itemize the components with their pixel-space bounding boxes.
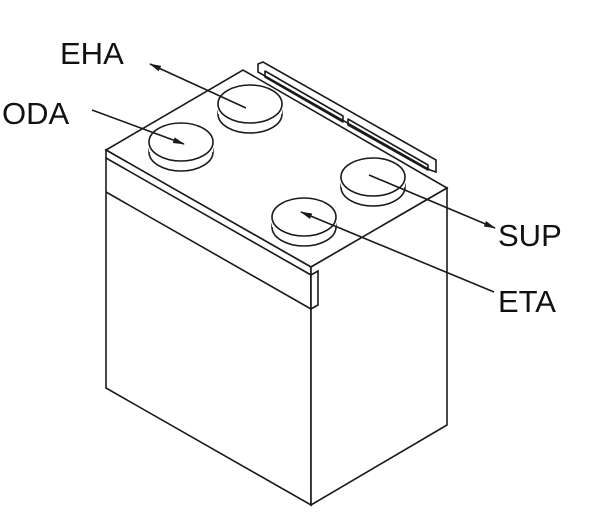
duct-oda bbox=[148, 122, 214, 172]
sup-arrow bbox=[368, 174, 496, 229]
unit-housing bbox=[104, 69, 449, 507]
oda-arrow bbox=[91, 109, 185, 145]
duct-sup bbox=[340, 157, 406, 207]
label-eta: ETA bbox=[498, 284, 556, 319]
label-oda: ODA bbox=[2, 96, 70, 131]
label-eha: EHA bbox=[60, 36, 124, 71]
rear-vent-slots bbox=[257, 61, 437, 174]
side-face bbox=[310, 186, 448, 507]
eta-arrow bbox=[300, 211, 495, 293]
eha-arrow bbox=[149, 63, 247, 109]
label-sup: SUP bbox=[498, 218, 562, 253]
duct-eha bbox=[217, 84, 283, 134]
